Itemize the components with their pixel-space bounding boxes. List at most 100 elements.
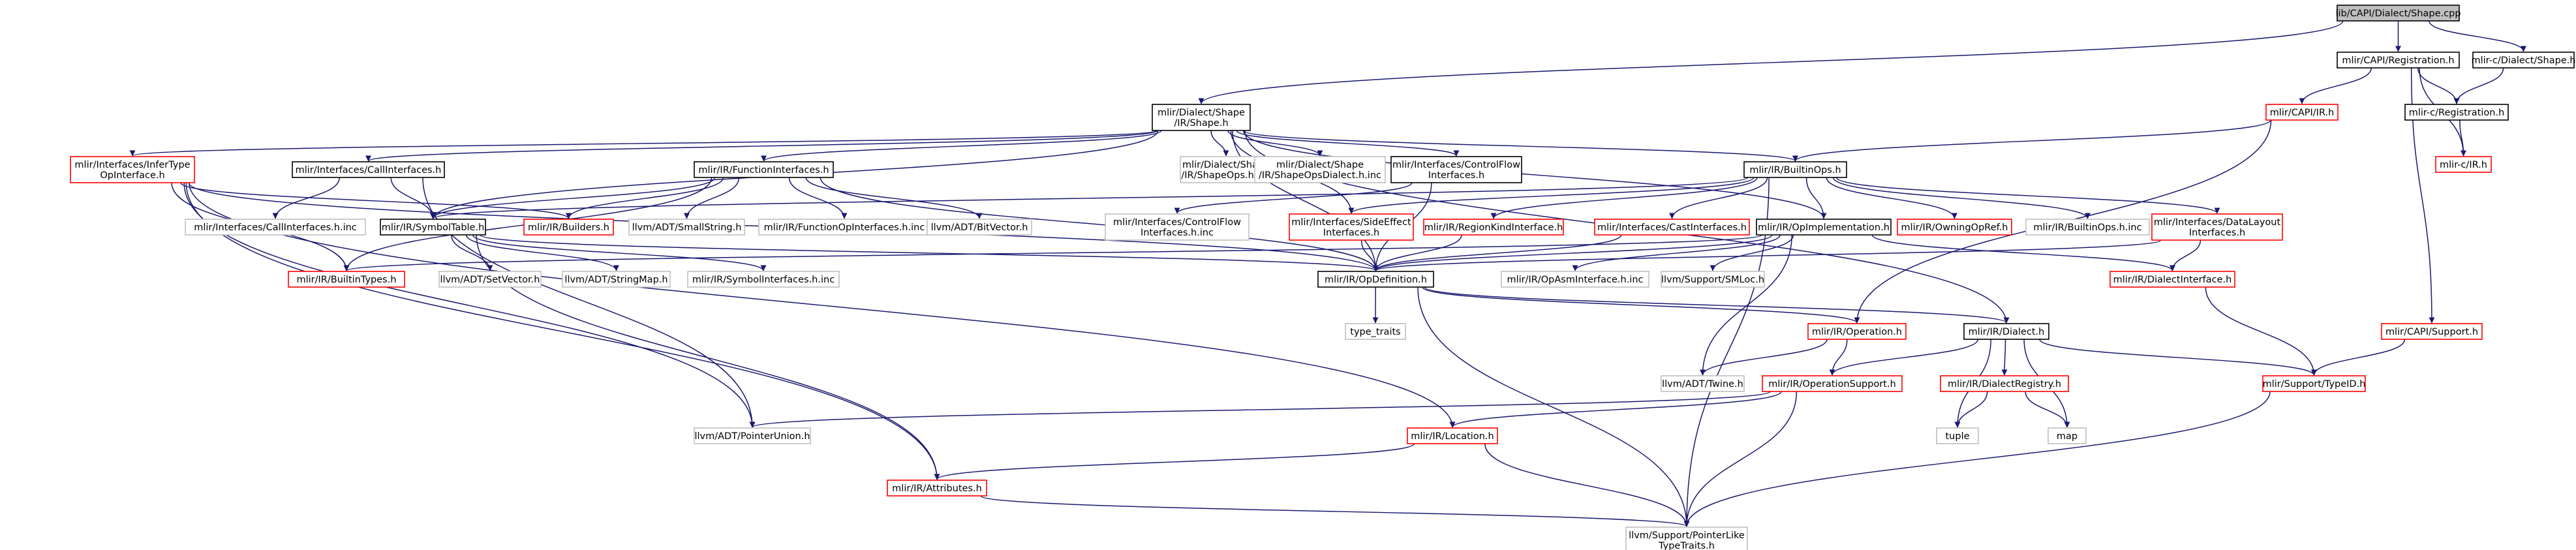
edge-path xyxy=(422,177,756,428)
node-box xyxy=(2337,52,2460,69)
edge-path xyxy=(1227,130,1323,157)
edge-path xyxy=(1805,177,1827,219)
node-operation-h[interactable]: mlir/IR/Operation.h xyxy=(1807,323,1907,340)
node-regionkind-h[interactable]: mlir/IR/RegionKindInterface.h xyxy=(1423,219,1564,236)
node-box xyxy=(1807,323,1907,340)
node-shape-cpp[interactable]: lib/CAPI/Dialect/Shape.cpp xyxy=(2335,5,2461,22)
node-mlir-c-dialect-shape-h[interactable]: mlir-c/Dialect/Shape.h xyxy=(2471,52,2576,69)
node-dialect-shape-h[interactable]: mlir/Dialect/Shape/IR/Shape.h xyxy=(1152,104,1251,131)
edge-path xyxy=(2417,67,2460,104)
edge-path xyxy=(180,182,572,219)
node-capi-registration-h[interactable]: mlir/CAPI/Registration.h xyxy=(2337,52,2460,69)
edge-path xyxy=(1700,339,1828,376)
node-label: mlir/IR/RegionKindInterface.h xyxy=(1424,222,1563,233)
node-label: mlir/Interfaces/ControlFlow xyxy=(1392,160,1520,170)
node-dialectinterface-h[interactable]: mlir/IR/DialectInterface.h xyxy=(2109,271,2235,288)
node-label: mlir/Interfaces/SideEffect xyxy=(1291,217,1411,228)
node-castinterfaces-h[interactable]: mlir/Interfaces/CastInterfaces.h xyxy=(1594,219,1750,236)
node-box xyxy=(2151,213,2283,241)
node-opdefinition-h[interactable]: mlir/IR/OpDefinition.h xyxy=(1317,271,1434,288)
node-box xyxy=(185,219,366,236)
edge-path xyxy=(2025,391,2070,428)
edge-path xyxy=(1232,130,1379,271)
node-label: TypeTraits.h xyxy=(1658,541,1715,550)
node-dialectregistry-h[interactable]: mlir/IR/DialectRegistry.h xyxy=(1940,375,2069,392)
edge-builtinops_h-to-datalayout_h xyxy=(1835,177,2220,214)
edge-capi_ir_h-to-builtinops_h xyxy=(1792,119,2271,162)
edge-functioninterfaces_h-to-smallstring_h xyxy=(684,177,740,219)
edge-operationsupport_h-to-pointerliketypetraits_h xyxy=(1683,391,1798,527)
edge-operation_h-to-twine_h xyxy=(1700,339,1828,376)
node-symboltable-h[interactable]: mlir/IR/SymbolTable.h xyxy=(380,219,486,236)
edge-callinterfaces_h-to-callinterfaces_h_inc xyxy=(272,177,341,219)
node-label: mlir/IR/SymbolTable.h xyxy=(382,222,485,233)
node-label: mlir/IR/Operation.h xyxy=(1812,327,1902,337)
edge-path xyxy=(1683,391,2271,527)
node-attributes-h[interactable]: mlir/IR/Attributes.h xyxy=(887,480,987,497)
node-label: mlir/IR/SymbolInterfaces.h.inc xyxy=(692,275,835,285)
node-label: mlir/Interfaces/CallInterfaces.h xyxy=(296,165,442,176)
node-box xyxy=(523,219,614,236)
node-callinterfaces-h[interactable]: mlir/Interfaces/CallInterfaces.h xyxy=(292,161,445,178)
node-builders-h[interactable]: mlir/IR/Builders.h xyxy=(523,219,614,236)
edge-callinterfaces_h-to-pointerunion_h xyxy=(422,177,756,428)
node-box xyxy=(927,219,1032,236)
node-label: mlir/Interfaces/CallInterfaces.h.inc xyxy=(194,222,357,233)
node-capi-ir-h[interactable]: mlir/CAPI/IR.h xyxy=(2265,104,2338,121)
edge-functioninterfaces_h-to-bitvector_h xyxy=(805,177,983,219)
node-builtinops-h[interactable]: mlir/IR/BuiltinOps.h xyxy=(1743,161,1847,178)
node-builtintypes-h[interactable]: mlir/IR/BuiltinTypes.h xyxy=(288,271,405,288)
edge-path xyxy=(1792,119,2271,162)
edge-builtinops_h-to-builtinops_h_inc xyxy=(1832,177,2091,219)
node-operationsupport-h[interactable]: mlir/IR/OperationSupport.h xyxy=(1762,375,1903,392)
node-capi-support-h[interactable]: mlir/CAPI/Support.h xyxy=(2381,323,2483,340)
node-label: /IR/Shape.h xyxy=(1174,118,1228,129)
node-opimplementation-h[interactable]: mlir/IR/OpImplementation.h xyxy=(1756,219,1892,236)
node-box xyxy=(1940,375,2069,392)
edge-path xyxy=(1710,234,1794,271)
node-dialect-h[interactable]: mlir/IR/Dialect.h xyxy=(1963,323,2049,340)
node-functionopinterfaces-h-inc: mlir/IR/FunctionOpInterfaces.h.inc xyxy=(758,219,930,236)
edge-builtinops_h-to-owningopref_h xyxy=(1826,177,1957,219)
node-label: mlir/IR/FunctionInterfaces.h xyxy=(698,165,829,176)
node-pointerunion-h: llvm/ADT/PointerUnion.h xyxy=(694,427,811,444)
node-label: mlir/Interfaces/ControlFlow xyxy=(1113,217,1241,228)
edge-opdefinition_h-to-operation_h xyxy=(1422,286,1860,324)
node-bitvector-h: llvm/ADT/BitVector.h xyxy=(927,219,1032,236)
edge-builtinops_h-to-symboltable_h xyxy=(430,177,1749,219)
edge-dialectinterface_h-to-typeid_h xyxy=(2205,286,2317,376)
node-mlir-c-registration-h[interactable]: mlir-c/Registration.h xyxy=(2404,104,2509,121)
node-box xyxy=(1289,213,1414,241)
node-functioninterfaces-h[interactable]: mlir/IR/FunctionInterfaces.h xyxy=(694,161,834,178)
node-box xyxy=(1594,219,1750,236)
node-label: llvm/ADT/SmallString.h xyxy=(632,222,742,233)
nodes-layer: lib/CAPI/Dialect/Shape.cpp mlir/Dialect/S… xyxy=(70,5,2576,550)
edge-path xyxy=(451,234,493,271)
edge-opimplementation_h-to-builtintypes_h xyxy=(344,234,1763,271)
node-box xyxy=(1897,219,2012,236)
edge-path xyxy=(1700,234,1792,376)
node-location-h[interactable]: mlir/IR/Location.h xyxy=(1407,427,1498,444)
node-label: mlir/IR/DialectInterface.h xyxy=(2113,275,2232,285)
node-typeid-h[interactable]: mlir/Support/TypeID.h xyxy=(2262,375,2366,392)
node-mlir-c-ir-h[interactable]: mlir-c/IR.h xyxy=(2435,156,2492,173)
edge-opdefinition_h-to-pointerliketypetraits_h xyxy=(1417,286,1690,527)
node-owningopref-h[interactable]: mlir/IR/OwningOpRef.h xyxy=(1897,219,2012,236)
node-label: mlir-c/Dialect/Shape.h xyxy=(2471,55,2575,66)
edge-path xyxy=(2039,339,2317,376)
edge-path xyxy=(1871,234,2175,271)
node-builtinops-h-inc: mlir/IR/BuiltinOps.h.inc xyxy=(2025,219,2150,236)
node-label: llvm/ADT/SetVector.h xyxy=(440,275,540,285)
node-box xyxy=(2265,104,2338,121)
edge-path xyxy=(820,177,1379,271)
edge-regionkind_h-to-opdefinition_h xyxy=(1373,234,1462,271)
node-label: mlir/IR/Dialect.h xyxy=(1969,327,2045,337)
edge-path xyxy=(1373,234,1773,271)
node-label: lib/CAPI/Dialect/Shape.cpp xyxy=(2335,8,2461,19)
node-label: /IR/ShapeOpsDialect.h.inc xyxy=(1259,170,1381,181)
